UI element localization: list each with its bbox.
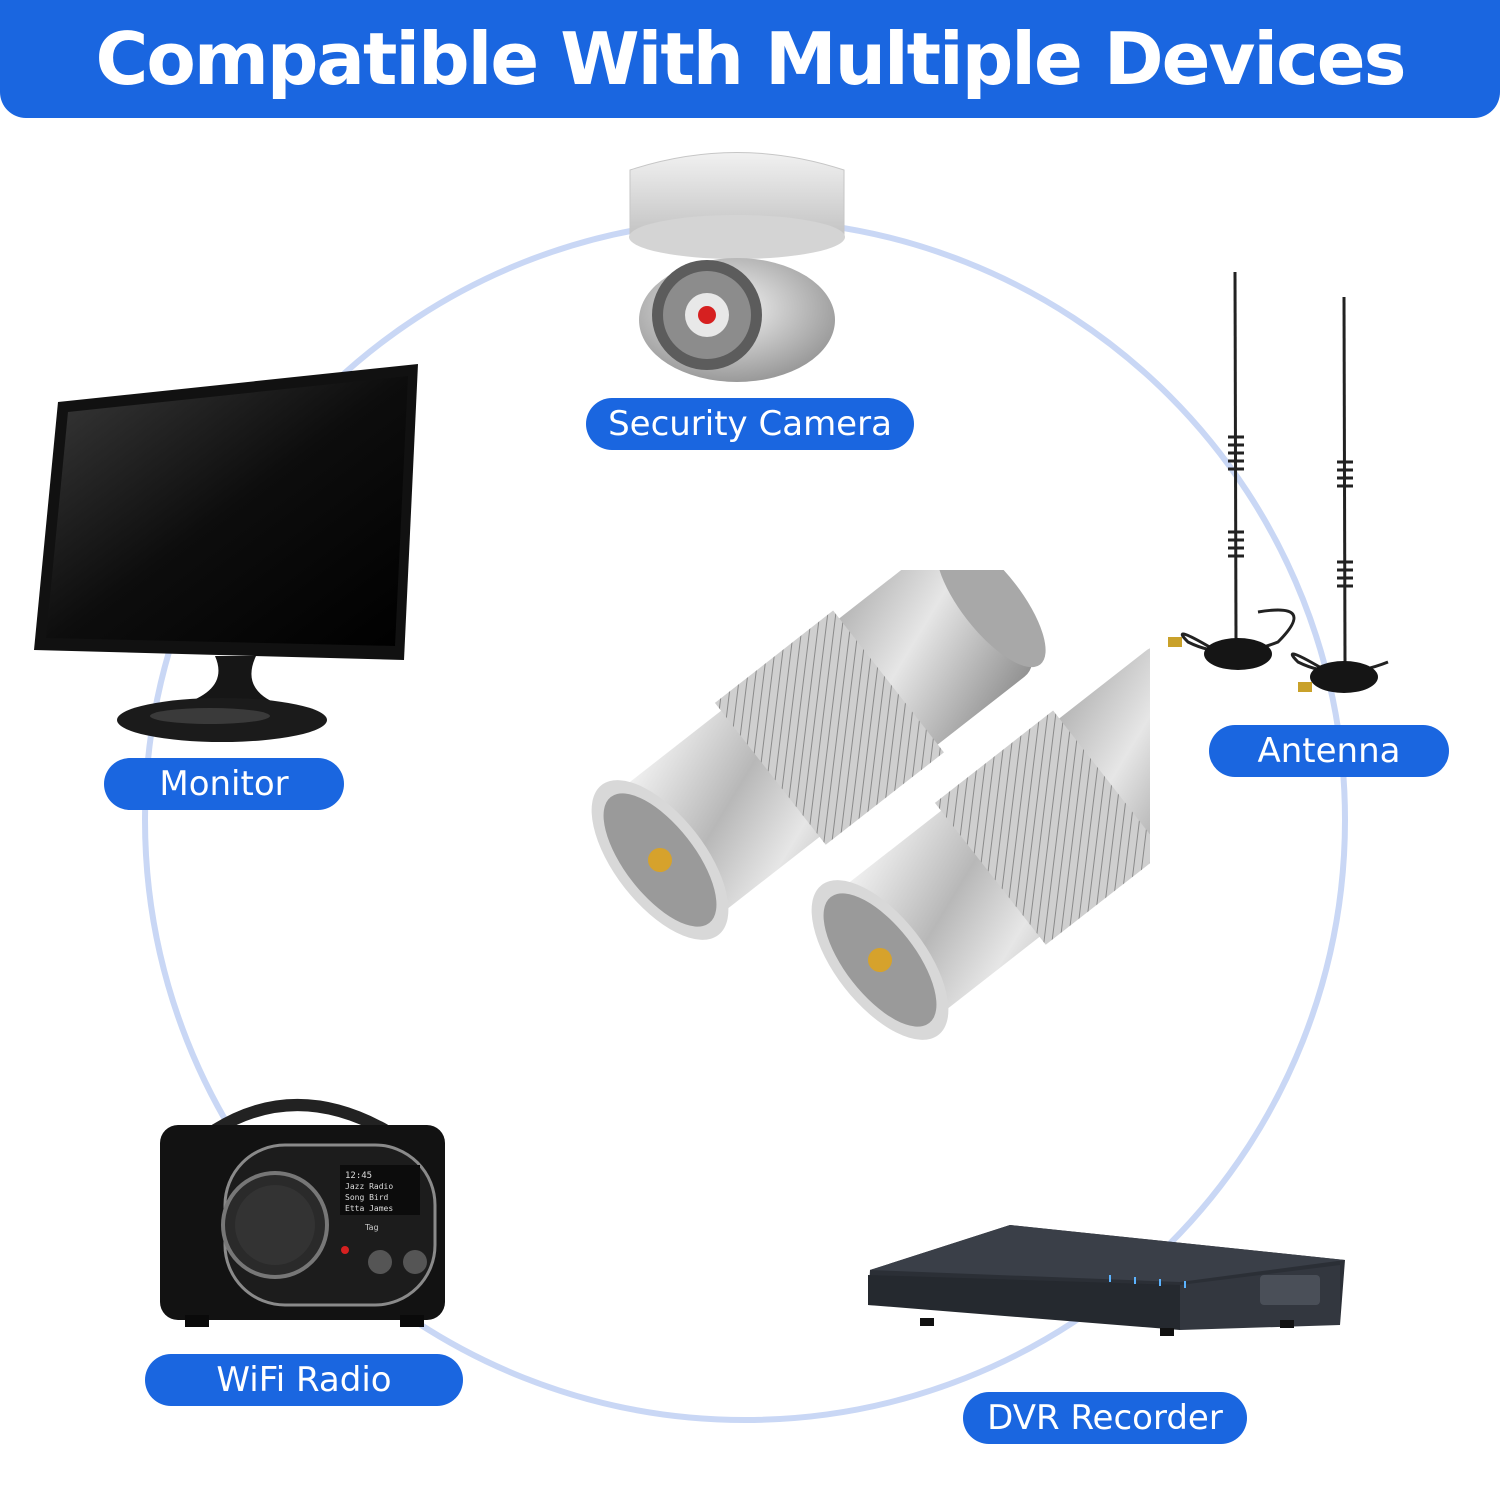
security-camera-icon [629, 152, 845, 382]
dvr-recorder-icon [868, 1225, 1345, 1336]
banner-title: Compatible With Multiple Devices [95, 17, 1407, 101]
radio-station: Jazz Radio [345, 1182, 393, 1191]
monitor-icon [34, 364, 418, 742]
antenna-label: Antenna [1209, 725, 1449, 777]
security-camera-label: Security Camera [586, 398, 914, 450]
wifi-radio-label: WiFi Radio [145, 1354, 463, 1406]
radio-time: 12:45 [345, 1171, 372, 1181]
wifi-radio-icon: 12:45 Jazz Radio Song Bird Etta James Ta… [160, 1099, 445, 1327]
dvr-recorder-label: DVR Recorder [963, 1392, 1247, 1444]
radio-song: Song Bird [345, 1193, 389, 1202]
bnc-connector-icon [591, 570, 1150, 1040]
title-banner: Compatible With Multiple Devices [0, 0, 1500, 118]
monitor-label: Monitor [104, 758, 344, 810]
antenna-icon [1168, 271, 1389, 693]
radio-tag: Tag [364, 1223, 379, 1232]
radio-artist: Etta James [345, 1204, 393, 1213]
